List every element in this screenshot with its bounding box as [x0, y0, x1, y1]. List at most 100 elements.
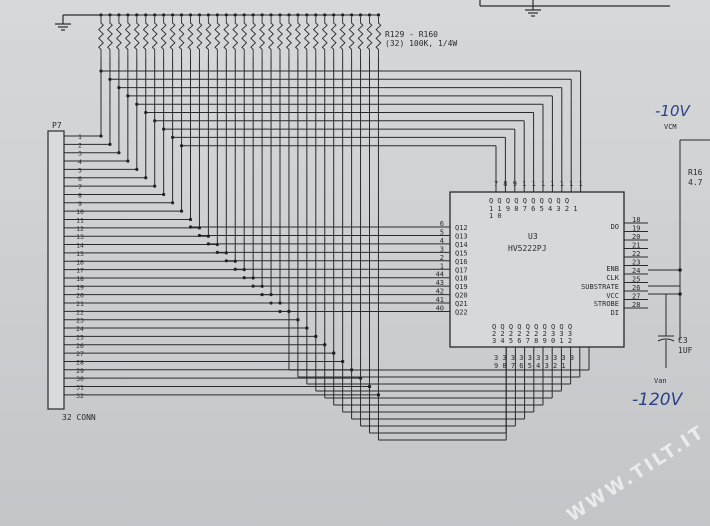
junction-dot: [153, 13, 157, 17]
connector-pin-number: 11: [76, 217, 84, 225]
chip-left-pin-number: 43: [436, 279, 444, 287]
junction-dot: [224, 13, 228, 17]
chip-top-pin-number: 9: [513, 180, 517, 188]
resistor: [339, 17, 346, 57]
junction-dot: [242, 276, 246, 280]
junction-dot: [162, 127, 166, 131]
junction-dot: [242, 268, 246, 272]
chip-right-pin-label: CLK: [606, 274, 619, 282]
chip-top-labels-tens: 1 1 9 8 7 6 5 4 3 2 1: [489, 205, 578, 213]
resistor: [303, 17, 310, 57]
junction-dot: [171, 13, 175, 17]
chip-bottom-labels-q: Q Q Q Q Q Q Q Q Q Q: [492, 323, 572, 331]
junction-dot: [314, 13, 318, 17]
junction-dot: [341, 359, 345, 364]
connector-pin-number: 4: [78, 158, 82, 166]
chip-bottom-pins-units: 9 8 7 6 5 4 3 2 1: [494, 362, 566, 370]
resistor-spec-label: (32) 100K, 1/4W: [385, 39, 457, 48]
connector-pin-number: 19: [76, 283, 84, 291]
junction-dot: [162, 13, 166, 17]
junction-dot: [269, 13, 273, 17]
connector-pin-number: 15: [76, 250, 84, 258]
chip-right-pin-number: 21: [632, 242, 640, 250]
junction-dot: [144, 110, 148, 115]
junction-dot: [206, 234, 210, 238]
junction-dot: [251, 284, 255, 288]
junction-dot: [260, 13, 264, 17]
chip-left-pin-number: 40: [436, 305, 444, 313]
junction-dot: [287, 13, 291, 17]
junction-dot: [188, 13, 193, 17]
resistor: [223, 17, 230, 57]
junction-dot: [233, 267, 237, 271]
resistor: [106, 17, 113, 57]
junction-dot: [358, 376, 363, 380]
chip-left-pin-label: Q21: [455, 300, 468, 308]
junction-dot: [233, 13, 237, 17]
resistor: [133, 17, 140, 57]
chip-right-pin-label: DO: [611, 223, 619, 231]
junction-dot: [126, 94, 130, 98]
junction-dot: [251, 13, 255, 17]
connector-pin-number: 6: [78, 175, 82, 183]
junction-dot: [678, 292, 682, 296]
ground-symbol-top: [479, 0, 670, 17]
connector-name: 32 CONN: [62, 413, 96, 422]
junction-dot: [376, 393, 381, 397]
junction-dot: [144, 13, 148, 17]
connector-pin-number: 23: [76, 317, 84, 325]
resistor: [312, 17, 319, 57]
resistor: [250, 17, 257, 57]
chip-left-pin-number: 6: [440, 220, 444, 228]
connector-pin-number: 8: [78, 191, 82, 199]
connector-pin-number: 21: [76, 300, 84, 308]
junction-dot: [188, 225, 193, 229]
junction-dot: [332, 13, 336, 17]
junction-dot: [260, 293, 264, 297]
chip-bottom-labels-tens: 2 2 2 2 2 2 2 3 3 3: [492, 330, 572, 338]
chip-left-pin-label: Q22: [455, 309, 468, 317]
chip-top-pin-number: 8: [503, 180, 507, 188]
resistor: [357, 17, 364, 57]
junction-dot: [350, 13, 354, 17]
junction-dot: [171, 135, 175, 139]
junction-dot: [171, 201, 175, 205]
chip-top-pin-number: 1: [569, 180, 573, 188]
junction-dot: [215, 250, 219, 254]
junction-dot: [215, 13, 219, 17]
junction-dot: [260, 284, 264, 288]
resistor: [151, 17, 158, 57]
chip-top-pin-number: 1: [541, 180, 545, 188]
chip-left-pin-number: 41: [436, 296, 444, 304]
chip-right-pin-number: 24: [632, 267, 640, 275]
capacitor-c3-value: 1UF: [678, 346, 693, 355]
junction-dot: [126, 159, 130, 163]
resistor: [294, 17, 301, 57]
chip-right-pin-number: 22: [632, 250, 640, 258]
resistor-ref-label: R129 - R160: [385, 30, 438, 39]
resistor: [178, 17, 185, 57]
resistor: [232, 17, 239, 57]
chip-left-pin-label: Q12: [455, 224, 468, 232]
connector-pin-number: 12: [76, 225, 84, 233]
watermark: WWW.TILT.IT: [563, 421, 709, 526]
chip-top-pin-number: 1: [578, 180, 582, 188]
junction-dot: [296, 318, 300, 322]
resistor: [268, 17, 275, 57]
junction-dot: [108, 77, 112, 81]
chip-left-pin-label: Q14: [455, 241, 468, 249]
junction-dot: [197, 226, 202, 230]
junction-dot: [269, 293, 273, 297]
junction-dot: [251, 276, 255, 280]
connector-pin-number: 1: [78, 133, 82, 141]
chip-left-pin-label: Q17: [455, 266, 468, 274]
chip-left-pin-number: 42: [436, 288, 444, 296]
junction-dot: [144, 176, 148, 180]
chip-left-pin-number: 3: [440, 245, 444, 253]
connector-pin-number: 9: [78, 200, 82, 208]
connector-pin-number: 2: [78, 141, 82, 149]
junction-dot: [305, 13, 309, 17]
junction-dot: [224, 251, 228, 255]
